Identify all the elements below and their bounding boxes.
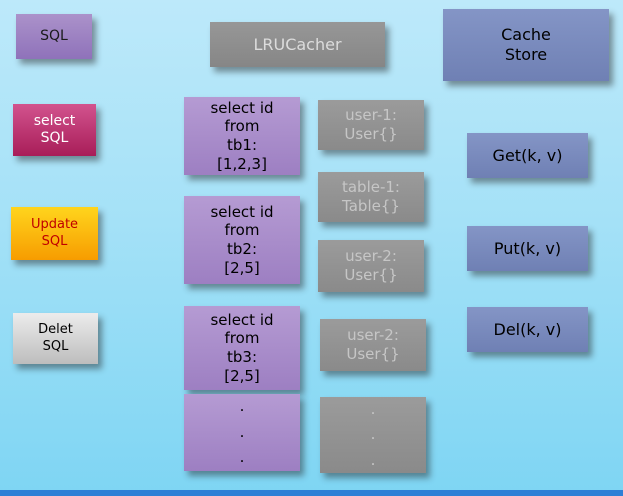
delete-sql-label: Delet SQL <box>38 322 73 354</box>
query-tb2-box: select id from tb2: [2,5] <box>184 196 300 284</box>
query-tb3-label: select id from tb3: [2,5] <box>210 310 274 385</box>
cache-entry-user2a-label: user-2: User{} <box>344 247 398 284</box>
cache-entry-table1-box: table-1: Table{} <box>318 172 424 222</box>
get-op-box: Get(k, v) <box>467 133 588 178</box>
delete-sql-box: Delet SQL <box>13 313 98 364</box>
del-op-box: Del(k, v) <box>467 307 588 352</box>
query-tb1-label: select id from tb1: [1,2,3] <box>210 98 274 173</box>
cache-entry-user2b-label: user-2: User{} <box>346 326 400 363</box>
cache-entry-ellipsis-box: . . . <box>320 397 426 473</box>
cache-entry-table1-label: table-1: Table{} <box>341 178 400 215</box>
update-sql-box: Update SQL <box>11 207 98 260</box>
cache-entry-user2a-box: user-2: User{} <box>318 240 424 292</box>
put-op-label: Put(k, v) <box>493 238 562 258</box>
query-ellipsis-label: . . . <box>239 397 245 467</box>
bottom-edge-bar <box>0 490 623 496</box>
cache-entry-user1-label: user-1: User{} <box>344 106 398 143</box>
query-ellipsis-box: . . . <box>184 394 300 471</box>
update-sql-label: Update SQL <box>30 217 79 249</box>
del-op-label: Del(k, v) <box>493 319 562 339</box>
select-sql-box: select SQL <box>13 104 96 156</box>
query-tb3-box: select id from tb3: [2,5] <box>184 306 300 390</box>
cache-entry-user2b-box: user-2: User{} <box>320 319 426 371</box>
cache-entry-user1-box: user-1: User{} <box>318 100 424 150</box>
query-tb2-label: select id from tb2: [2,5] <box>210 202 274 277</box>
get-op-label: Get(k, v) <box>492 145 563 165</box>
put-op-box: Put(k, v) <box>467 226 588 271</box>
query-tb1-box: select id from tb1: [1,2,3] <box>184 97 300 175</box>
select-sql-label: select SQL <box>33 112 76 147</box>
cache-store-box: Cache Store <box>443 9 609 81</box>
cache-store-label: Cache Store <box>501 25 551 64</box>
cache-entry-ellipsis-label: . . . <box>370 399 376 469</box>
sql-box-label: SQL <box>40 27 68 44</box>
sql-box: SQL <box>16 14 92 59</box>
lru-cacher-label: LRUCacher <box>253 34 342 54</box>
lru-cacher-box: LRUCacher <box>210 22 385 67</box>
